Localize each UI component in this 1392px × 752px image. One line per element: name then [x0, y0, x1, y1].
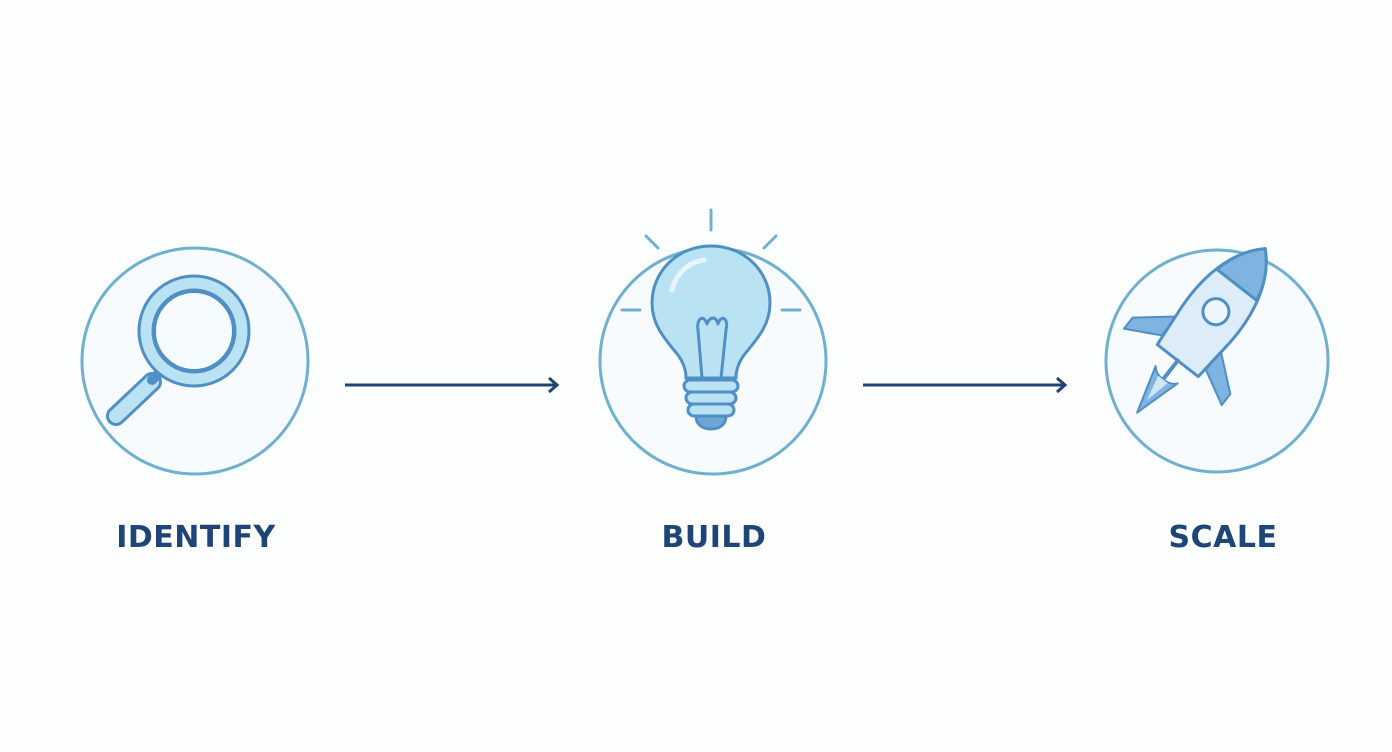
arrow-right [863, 376, 1068, 394]
step-identify: IDENTIFY [76, 220, 316, 560]
step-scale: SCALE [1103, 220, 1343, 560]
step-label-scale: SCALE [1168, 520, 1278, 555]
magnifying-glass-icon [106, 274, 251, 426]
step-identify-graphic [80, 246, 310, 476]
step-build-graphic [598, 208, 828, 476]
step-build: BUILD [594, 208, 834, 560]
lightbulb-icon [620, 208, 802, 431]
step-scale-graphic [1104, 247, 1330, 474]
step-label-build: BUILD [661, 520, 767, 555]
step-label-identify: IDENTIFY [116, 520, 276, 555]
rocket-icon [1122, 247, 1268, 414]
arrow-right [345, 376, 560, 394]
